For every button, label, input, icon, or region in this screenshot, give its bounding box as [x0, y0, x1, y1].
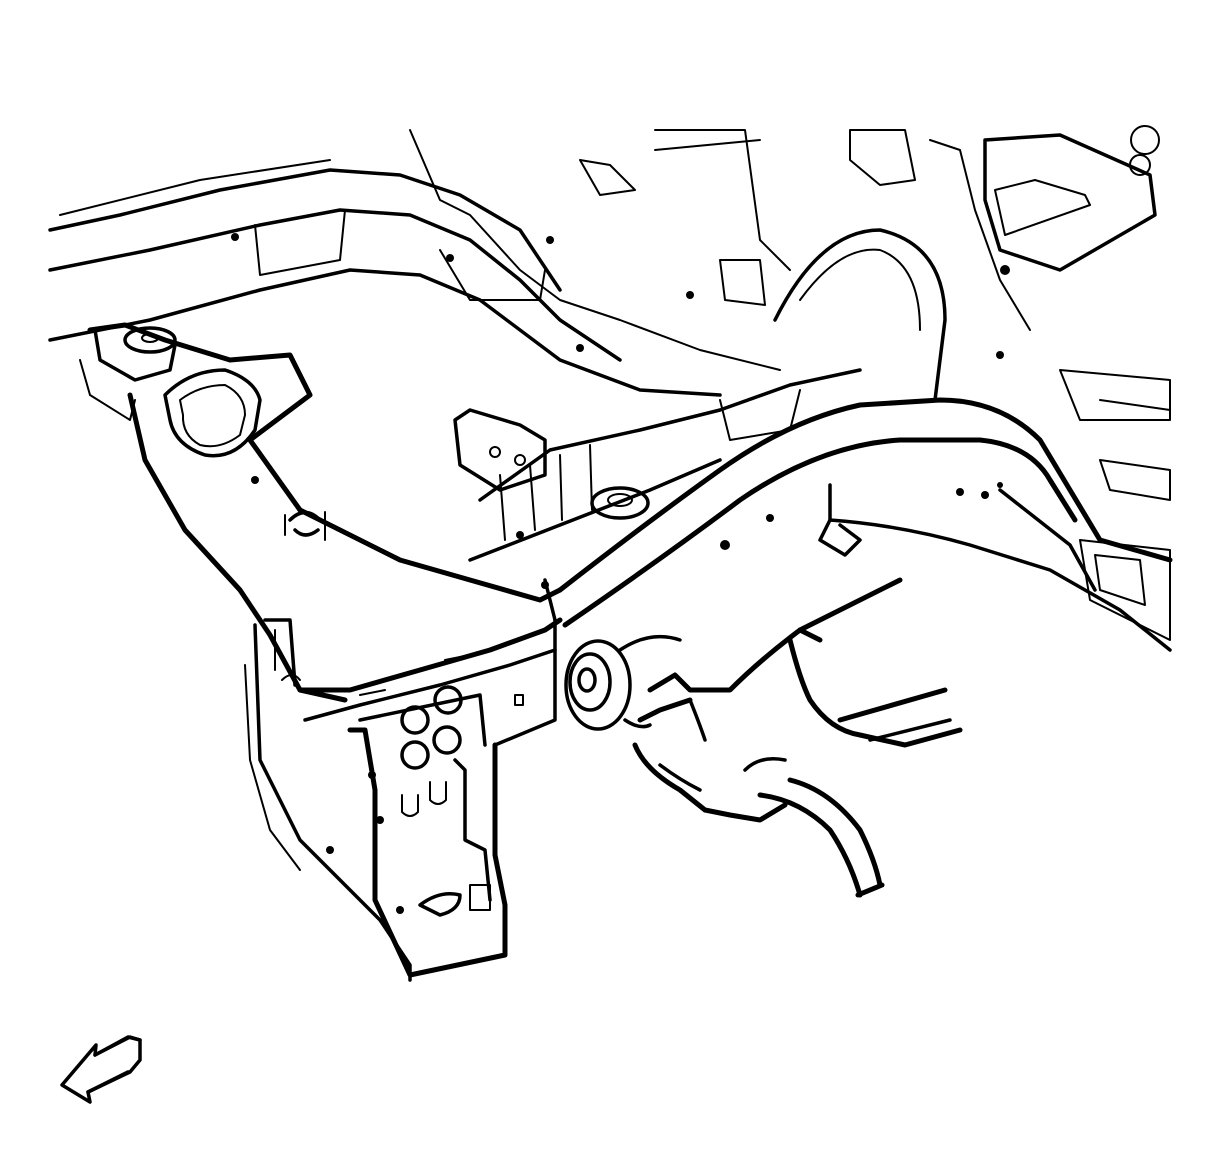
gloved-hand: [632, 577, 963, 823]
rear-body-panels-background: [409, 125, 1171, 501]
air-hose: [757, 777, 885, 898]
lower-bracket-panel: [347, 685, 508, 978]
forward-direction-arrow: [60, 1035, 142, 1104]
rail-mounting-bracket: [244, 618, 412, 982]
upper-frame-rail: [48, 159, 722, 397]
rear-floor-section: [453, 368, 862, 562]
wheelhouse-panel: [773, 228, 947, 402]
grinding-disc-tool: [564, 634, 682, 731]
front-frame-rail-section: [79, 322, 563, 703]
rail-joint-section: [297, 578, 563, 747]
rear-frame-rail: [557, 389, 1173, 652]
